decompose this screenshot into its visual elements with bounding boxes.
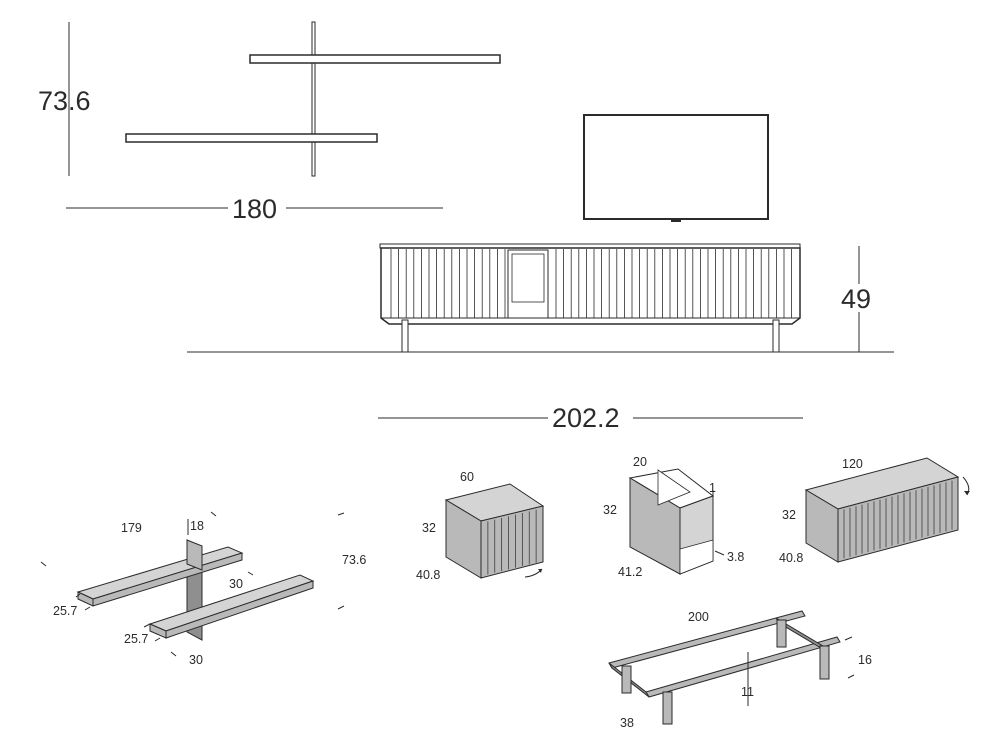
shelf3d-upright-label: 18 [190, 519, 204, 533]
shelf3d-depth-lower-label: 25.7 [124, 632, 148, 646]
frame-leg [819, 645, 830, 680]
tick [210, 511, 217, 517]
shelf-width-label: 180 [232, 194, 277, 224]
tick [170, 651, 177, 657]
shelf3d-depth-upper-label: 25.7 [53, 604, 77, 618]
cab-small-slats [487, 509, 537, 575]
sideboard-height-label-bg [838, 284, 880, 312]
tick [75, 593, 81, 598]
door-swing-arrowhead [964, 491, 970, 495]
shelf-board-upper [249, 54, 501, 64]
cab-small-height-label: 32 [422, 521, 436, 535]
cab-open-depth-label: 41.2 [618, 565, 642, 579]
shelf3d-offset-upper-label: 30 [229, 577, 243, 591]
cabinet-open: 20 1 32 3.8 41.2 [603, 455, 744, 579]
cab-open-panel-label: 1 [709, 481, 716, 495]
cab-large-width-label: 120 [842, 457, 863, 471]
television [583, 114, 769, 222]
tick [847, 674, 855, 679]
base-frame: 200 16 11 38 [608, 610, 872, 730]
shelf3d-length-label: 179 [121, 521, 142, 535]
shelf3d-height-label: 73.6 [342, 553, 366, 567]
shelf-elevation: 73.6 180 [38, 21, 501, 224]
tick [337, 512, 345, 516]
sideboard-slats [381, 249, 800, 319]
cab-open-interior [657, 469, 691, 506]
shelf3d-board-lower-front [165, 580, 314, 639]
cab-small-front [480, 505, 544, 579]
shelf3d-offset-lower-label: 30 [189, 653, 203, 667]
sideboard-elevation: 49 202.2 [187, 243, 894, 433]
frame-depth-label: 38 [620, 716, 634, 730]
frame-length-label: 200 [688, 610, 709, 624]
cab-open-base-label: 3.8 [727, 550, 744, 564]
frame-width-label: 16 [858, 653, 872, 667]
shelf-height-label: 73.6 [38, 86, 91, 116]
shelves-3d: 179 18 73.6 30 25.7 25.7 30 [40, 511, 366, 667]
cab-open-width-label: 20 [633, 455, 647, 469]
tick [844, 636, 853, 641]
sideboard-niche-back [511, 253, 545, 303]
sideboard-height-label: 49 [841, 284, 871, 314]
cab-open-lower-shelf [679, 539, 714, 575]
tick [247, 571, 254, 576]
cab-large-depth-label: 40.8 [779, 551, 803, 565]
frame-leg [662, 691, 673, 725]
sideboard-leg-right [772, 319, 780, 353]
cab-large-slats [843, 480, 953, 559]
tick [84, 606, 91, 611]
shelf-board-lower [125, 133, 378, 143]
frame-leg [621, 665, 632, 694]
cab-small-width-label: 60 [460, 470, 474, 484]
tick [337, 605, 345, 610]
cab-open-height-label: 32 [603, 503, 617, 517]
cab-large-height-label: 32 [782, 508, 796, 522]
tv-screen [583, 114, 769, 220]
sideboard-leg-left [401, 319, 409, 353]
frame-leg [776, 619, 787, 648]
tick [143, 623, 151, 628]
tick [40, 561, 47, 567]
tv-stand [671, 219, 681, 222]
door-swing-arrowhead [538, 569, 542, 573]
tick [154, 637, 161, 642]
cabinet-large: 120 32 40.8 [779, 457, 970, 565]
shelf3d-board-upper-front [92, 552, 243, 607]
cab-small-depth-label: 40.8 [416, 568, 440, 582]
shelf-upright [311, 21, 316, 177]
cabinet-small: 60 32 40.8 [416, 470, 545, 582]
sideboard-width-label: 202.2 [552, 403, 620, 433]
frame-leg-label: 11 [741, 685, 754, 699]
tick [714, 550, 725, 556]
shelf3d-upright-top [186, 539, 203, 571]
shelf3d-board-upper-top [76, 546, 244, 600]
